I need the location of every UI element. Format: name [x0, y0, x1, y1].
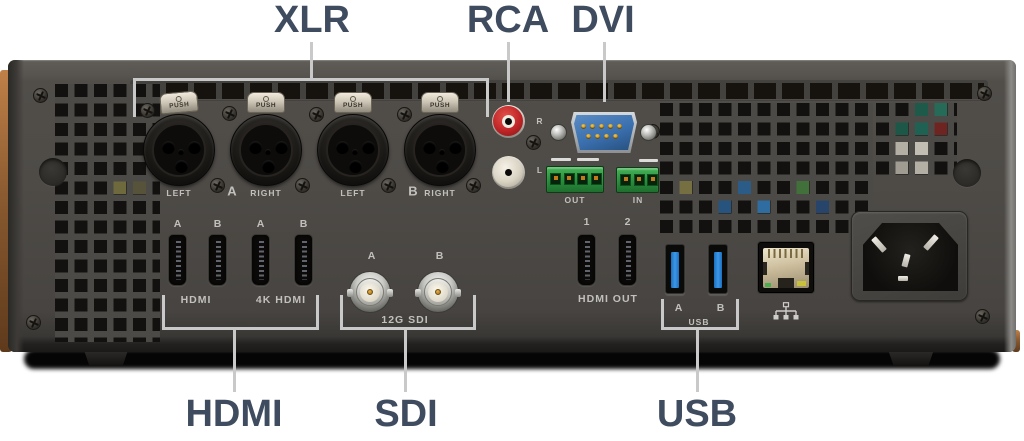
callout-dvi: DVI — [571, 0, 635, 41]
screw — [977, 86, 992, 101]
xlr-push-latch-icon[interactable]: PUSH — [247, 92, 285, 113]
screw — [381, 178, 396, 193]
hdmi-out-port-2[interactable] — [618, 234, 637, 286]
terminal-out-label: OUT — [564, 195, 586, 205]
screw — [295, 178, 310, 193]
xlr-label-left-2: LEFT — [340, 188, 366, 198]
callout-line-rca — [507, 42, 510, 102]
audio-terminal-out[interactable] — [546, 166, 604, 193]
power-inlet[interactable] — [851, 211, 968, 301]
callout-usb: USB — [656, 393, 738, 435]
callout-line-dvi — [603, 42, 606, 102]
hdmi-in-port-a1[interactable] — [168, 234, 187, 286]
push-label: PUSH — [255, 102, 277, 109]
xlr-push-latch-icon[interactable]: PUSH — [334, 92, 372, 113]
sdi-12g-label: 12G SDI — [381, 314, 429, 326]
rca-r-label: R — [536, 116, 544, 126]
hdmi-in-label: HDMI — [180, 294, 212, 306]
panel-hole-left — [39, 158, 67, 186]
hdmi-in-port-a2[interactable] — [251, 234, 270, 286]
rca-jack-white[interactable] — [491, 155, 525, 189]
screw — [140, 103, 155, 118]
top-vent-slots — [166, 83, 984, 99]
terminal-in-label: IN — [632, 195, 644, 205]
sdi-a-label: A — [367, 250, 377, 262]
push-label: PUSH — [429, 102, 451, 109]
drop-shadow — [24, 349, 1000, 369]
xlr-label-left-1: LEFT — [166, 188, 192, 198]
ethernet-port[interactable] — [758, 242, 814, 293]
screw — [222, 106, 237, 121]
xlr-port-b-left[interactable] — [317, 114, 389, 186]
vent-grid-left — [55, 84, 160, 342]
screw — [397, 107, 412, 122]
usb-a-label: A — [674, 302, 684, 314]
screw — [309, 107, 324, 122]
push-label: PUSH — [168, 101, 190, 110]
vent-grid-right — [876, 103, 957, 175]
sdi-bnc-port-b[interactable] — [415, 271, 461, 313]
callout-hdmi: HDMI — [185, 393, 283, 435]
db9-screw-post-right — [640, 124, 657, 141]
callout-line-sdi — [404, 330, 407, 392]
xlr-push-latch-icon[interactable]: PUSH — [159, 90, 199, 115]
screw — [33, 88, 48, 103]
chassis-right-bevel — [1004, 60, 1016, 352]
xlr-push-latch-icon[interactable]: PUSH — [421, 92, 459, 113]
screw — [526, 135, 541, 150]
usb-panel-label: USB — [688, 317, 710, 327]
network-icon — [773, 302, 799, 320]
callout-line-xlr — [310, 42, 313, 79]
screw — [26, 315, 41, 330]
callout-xlr: XLR — [274, 0, 350, 41]
screw — [975, 309, 990, 324]
xlr-port-a-left[interactable] — [143, 114, 215, 186]
hdmi-in-a2-label: A — [256, 218, 266, 230]
hdmi-in-a1-label: A — [173, 218, 183, 230]
hdmi-in-port-b2[interactable] — [294, 234, 313, 286]
callout-line-hdmi — [233, 330, 236, 392]
hdmi-in-b2-label: B — [299, 218, 309, 230]
xlr-port-b-right[interactable] — [404, 114, 476, 186]
hdmi-out-1-label: 1 — [583, 216, 591, 228]
callout-line-usb — [696, 330, 699, 392]
rca-l-label: L — [536, 165, 544, 175]
rubber-foot-right — [887, 349, 935, 366]
usb-b-label: B — [716, 302, 726, 314]
hdmi-in-port-b1[interactable] — [208, 234, 227, 286]
push-label: PUSH — [342, 102, 364, 109]
chassis-left-bevel — [8, 60, 24, 352]
audio-terminal-in[interactable] — [616, 167, 659, 193]
panel-hole-right — [953, 159, 981, 187]
sdi-bnc-port-a[interactable] — [347, 271, 393, 313]
rca-jack-red[interactable] — [491, 104, 525, 138]
hdmi-in-b1-label: B — [213, 218, 223, 230]
screw — [466, 178, 481, 193]
hdmi-4k-label: 4K HDMI — [255, 294, 307, 306]
screw — [210, 178, 225, 193]
hdmi-out-port-1[interactable] — [577, 234, 596, 286]
usb-port-b[interactable] — [708, 244, 728, 294]
xlr-group-a-label: A — [227, 183, 237, 199]
sdi-b-label: B — [435, 250, 445, 262]
xlr-group-b-label: B — [408, 183, 418, 199]
wood-side-panel-right — [1012, 330, 1020, 352]
xlr-label-right-1: RIGHT — [250, 188, 282, 198]
usb-port-a[interactable] — [665, 244, 685, 294]
dvi-port[interactable] — [574, 115, 634, 150]
hdmi-out-2-label: 2 — [624, 216, 632, 228]
hdmi-out-label: HDMI OUT — [578, 293, 638, 305]
xlr-label-right-2: RIGHT — [424, 188, 456, 198]
callout-sdi: SDI — [374, 393, 438, 435]
rubber-foot-left — [83, 349, 129, 366]
db9-screw-post-left — [550, 124, 567, 141]
xlr-port-a-right[interactable] — [230, 114, 302, 186]
callout-rca: RCA — [466, 0, 550, 41]
vent-grid-center — [660, 103, 873, 233]
